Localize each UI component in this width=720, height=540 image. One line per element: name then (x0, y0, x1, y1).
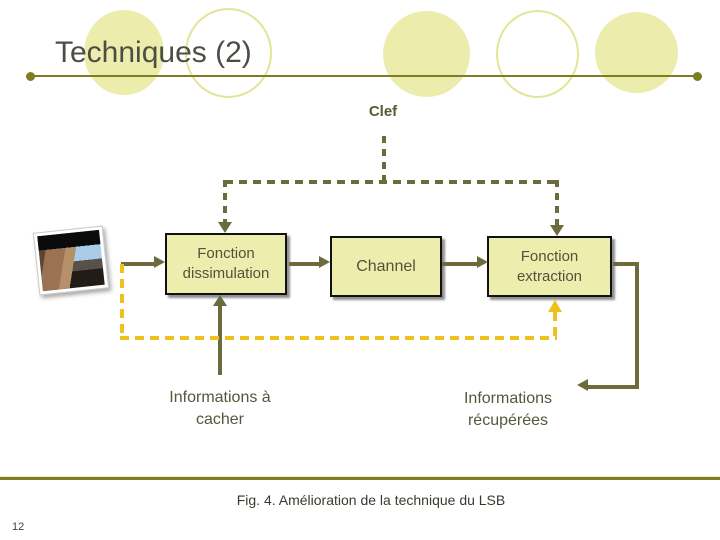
box-label-line: extraction (516, 267, 583, 285)
arrow-left-icon (577, 379, 588, 391)
cover-image-content (37, 229, 105, 292)
label-line: Informations à (169, 389, 271, 406)
arrow-up-icon (213, 295, 227, 306)
decorative-ellipse-1 (84, 10, 164, 95)
arrow-down-icon (218, 222, 232, 233)
connector-dissimulation-to-channel (289, 262, 320, 266)
decorative-ellipse-2 (185, 8, 272, 98)
arrow-down-icon (550, 225, 564, 236)
box-fonction-extraction: Fonction extraction (487, 236, 612, 297)
page-number: 12 (12, 521, 25, 533)
box-label-line: Fonction (520, 247, 579, 265)
connector-info-to-dissimulation (218, 306, 222, 375)
label-line: cacher (195, 411, 245, 428)
decorative-ellipse-4 (496, 10, 579, 98)
key-dashed-line-vertical (382, 136, 386, 182)
box-fonction-dissimulation: Fonction dissimulation (165, 233, 287, 295)
gold-arrow-up-icon (548, 300, 562, 312)
connector-extraction-out-horizontal (613, 262, 639, 266)
key-label: Clef (368, 103, 398, 120)
title-underline (32, 75, 696, 77)
box-channel: Channel (330, 236, 442, 297)
arrow-right-icon (154, 256, 165, 268)
arrow-right-icon (477, 256, 488, 268)
label-informations-recuperees: Informations récupérées (420, 388, 596, 432)
label-line: Informations (463, 390, 553, 407)
label-line: récupérées (467, 412, 549, 429)
gold-dashed-horizontal (120, 336, 557, 340)
footer-divider (0, 476, 720, 480)
connector-channel-to-extraction (442, 262, 478, 266)
slide-title: Techniques (2) (55, 36, 252, 69)
decorative-ellipse-3 (383, 11, 470, 97)
label-informations-a-cacher: Informations à cacher (130, 387, 310, 431)
decorative-ellipse-5 (595, 12, 678, 93)
key-dashed-drop-left (223, 180, 227, 224)
connector-extraction-to-output (588, 385, 639, 389)
underline-dot-right (693, 72, 702, 81)
box-label-line: Fonction (197, 245, 255, 262)
gold-dashed-vertical-left (120, 264, 124, 338)
key-dashed-drop-right (555, 180, 559, 225)
arrow-right-icon (319, 256, 330, 268)
box-label-line: Channel (356, 257, 416, 275)
connector-extraction-out-vertical (635, 262, 639, 387)
key-dashed-line-horizontal (225, 180, 557, 184)
connector-image-to-dissimulation (121, 262, 155, 266)
gold-dashed-vertical-right (553, 312, 557, 338)
box-label-line: dissimulation (182, 265, 270, 282)
underline-dot-left (26, 72, 35, 81)
figure-caption: Fig. 4. Amélioration de la technique du … (236, 492, 506, 508)
cover-image-thumbnail (32, 225, 110, 296)
